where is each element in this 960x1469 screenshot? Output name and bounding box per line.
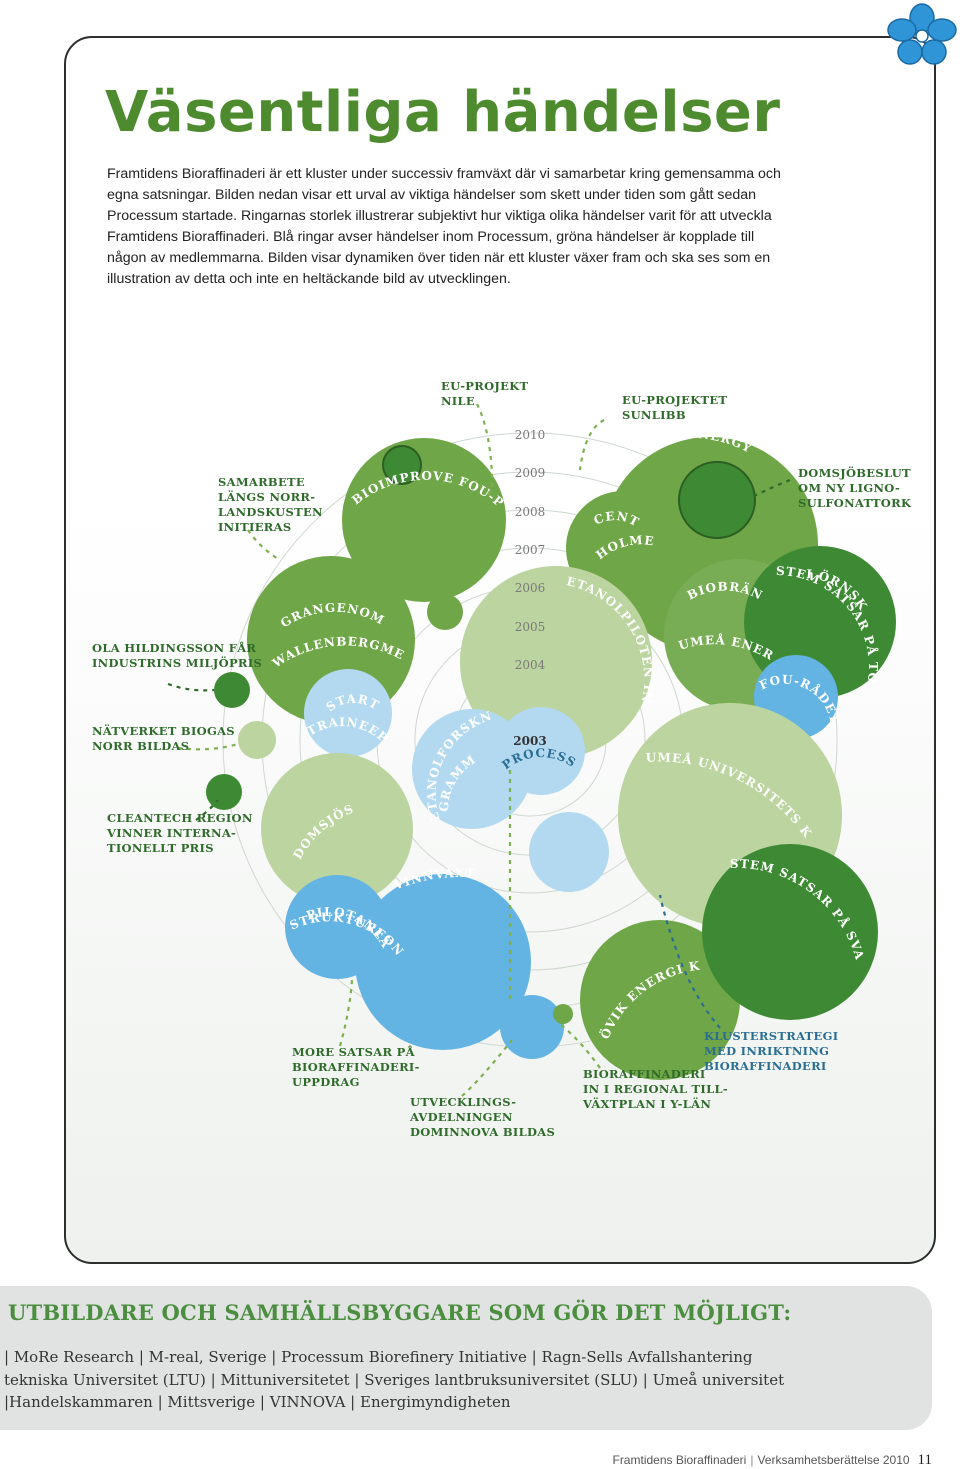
label-eu-nile-2: NILE — [441, 394, 475, 408]
bubble-bioimprove — [342, 438, 506, 602]
label-eu-sunlibb-2: SUNLIBB — [622, 408, 686, 422]
bubble-eu-sunlibb — [678, 461, 756, 539]
arc-holmen-1: HOLMEN BIOREFINERY — [0, 360, 655, 562]
label-ola-1: OLA HILDINGSSON FÅR — [92, 641, 256, 655]
bubble-vinnvaxt — [355, 874, 531, 1050]
label-domsjo-beslut-1: DOMSJÖBESLUT — [798, 466, 911, 480]
label-samarbete-2: LÄNGS NORR- — [218, 490, 315, 504]
year-2003: 2003 — [513, 734, 546, 748]
year-2010: 2010 — [515, 428, 546, 442]
bubble-tiny — [553, 1004, 573, 1024]
label-biogas-2: NORR BILDAS — [92, 739, 189, 753]
page-footer: Framtidens Bioraffinaderi|Verksamhetsber… — [612, 1452, 932, 1469]
partners-list: | MoRe Research | M-real, Sverige | Proc… — [4, 1346, 904, 1414]
label-bioraff-3: VÄXTPLAN I Y-LÄN — [582, 1097, 711, 1111]
event-labels: EU-PROJEKT NILE EU-PROJEKTET SUNLIBB SAM… — [92, 379, 912, 1139]
year-scale: 2010 2009 2008 2007 2006 2005 2004 2003 — [513, 428, 546, 748]
label-biogas-1: NÄTVERKET BIOGAS — [92, 724, 235, 738]
connector-lines — [167, 403, 791, 1097]
year-2006: 2006 — [515, 581, 546, 595]
partners-heading: UTBILDARE OCH SAMHÄLLSBYGGARE SOM GÖR DE… — [8, 1300, 792, 1325]
events-bubble-diagram: 2010 2009 2008 2007 2006 2005 2004 2003 … — [0, 360, 912, 1139]
bubble-ovik — [580, 920, 740, 1080]
label-more-3: UPPDRAG — [292, 1075, 360, 1089]
intro-paragraph: Framtidens Bioraffinaderi är ett kluster… — [107, 166, 781, 287]
label-kluster-3: BIORAFFINADERI — [704, 1059, 827, 1073]
year-2009: 2009 — [515, 466, 546, 480]
label-cleantech-1: CLEANTECH REGION — [107, 811, 253, 825]
bubble-trainee — [304, 669, 392, 757]
bubble-stem-svartlut — [702, 844, 878, 1020]
publication-name: Framtidens Bioraffinaderi — [612, 1453, 747, 1467]
bubble-biogas — [238, 721, 276, 759]
bubble-ola — [214, 672, 250, 708]
label-kluster-1: KLUSTERSTRATEGI — [704, 1029, 838, 1043]
label-cleantech-3: TIONELLT PRIS — [107, 841, 214, 855]
bubble-cleantech — [206, 774, 242, 810]
label-ola-2: INDUSTRINS MILJÖPRIS — [92, 656, 262, 670]
bubble-etanolpiloten — [460, 566, 652, 758]
bubble-domsjo-ligno — [261, 753, 413, 905]
label-kluster-2: MED INRIKTNING — [704, 1044, 829, 1058]
label-bioraff-2: IN I REGIONAL TILL- — [583, 1082, 728, 1096]
label-eu-sunlibb-1: EU-PROJEKTET — [622, 393, 727, 407]
label-samarbete-1: SAMARBETE — [218, 475, 305, 489]
year-2005: 2005 — [515, 620, 546, 634]
label-samarbete-4: INITIERAS — [218, 520, 291, 534]
label-bioraff-1: BIORAFFINADERI — [583, 1067, 706, 1081]
flower-logo-icon — [887, 3, 957, 65]
bubble-small-blue — [529, 812, 609, 892]
bubble-small-green — [427, 594, 463, 630]
bubble-eu-nile — [382, 445, 422, 485]
bubble-processum — [497, 707, 585, 795]
label-utv-3: DOMINNOVA BILDAS — [410, 1125, 555, 1139]
partners-band — [0, 1286, 932, 1430]
bubble-strukturfond — [285, 875, 389, 979]
partners-line-1: | MoRe Research | M-real, Sverige | Proc… — [4, 1348, 753, 1366]
report-name: Verksamhetsberättelse 2010 — [757, 1453, 910, 1467]
bubble-dominnova — [500, 995, 564, 1059]
year-2008: 2008 — [515, 505, 546, 519]
partners-line-2: tekniska Universitet (LTU) | Mittunivers… — [4, 1370, 785, 1389]
bubbles — [206, 437, 896, 1080]
label-utv-2: AVDELNINGEN — [409, 1110, 513, 1124]
year-2004: 2004 — [515, 658, 546, 672]
label-samarbete-3: LANDSKUSTEN — [218, 505, 323, 519]
label-cleantech-2: VINNER INTERNA- — [106, 826, 236, 840]
page-title: Väsentliga händelser — [105, 80, 781, 145]
label-utv-1: UTVECKLINGS- — [410, 1095, 516, 1109]
label-more-2: BIORAFFINADERI- — [292, 1060, 420, 1074]
label-eu-nile-1: EU-PROJEKT — [441, 379, 528, 393]
page-number: 11 — [917, 1452, 932, 1468]
label-more-1: MORE SATSAR PÅ — [292, 1045, 416, 1059]
partners-line-3: |Handelskammaren | Mittsverige | VINNOVA… — [4, 1393, 511, 1411]
footer-separator: | — [750, 1453, 754, 1467]
label-domsjo-beslut-2: OM NY LIGNO- — [798, 481, 900, 495]
label-domsjo-beslut-3: SULFONATTORK — [798, 496, 912, 510]
year-2007: 2007 — [515, 543, 546, 557]
